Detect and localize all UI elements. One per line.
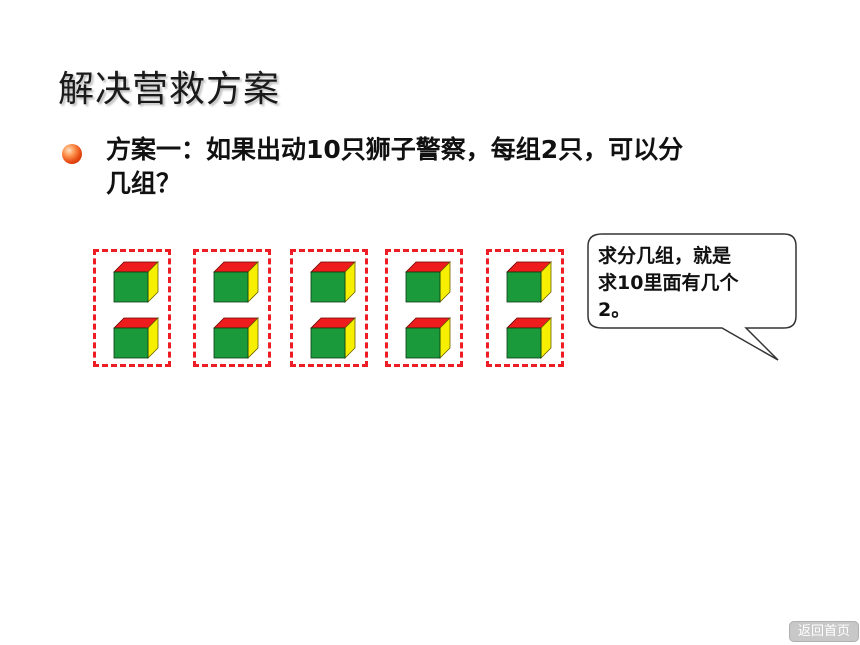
bubble-line-3: 2。 [598,299,631,321]
cube-icon [505,260,553,304]
problem-line-2: 几组？ [106,169,182,198]
cube-group-4 [385,249,463,367]
slide-title: 解决营救方案 [58,69,281,110]
cube-group-3 [290,249,368,367]
problem-text: 方案一：如果出动10只狮子警察，每组2只，可以分 几组？ [106,133,786,201]
cube-icon [505,316,553,360]
cube-group-1 [93,249,171,367]
bubble-line-1: 求分几组，就是 [598,245,732,267]
cube-icon [309,260,357,304]
bubble-line-2: 求10里面有几个 [598,272,739,294]
home-button[interactable]: 返回首页 [789,621,859,642]
cube-icon [112,316,160,360]
bullet-icon [62,144,82,164]
problem-line-1: 方案一：如果出动10只狮子警察，每组2只，可以分 [106,135,684,164]
cube-icon [404,260,452,304]
cube-icon [309,316,357,360]
speech-bubble-text: 求分几组，就是 求10里面有几个 2。 [598,243,783,324]
cube-icon [212,260,260,304]
cube-icon [212,316,260,360]
cube-icon [112,260,160,304]
cube-group-5 [486,249,564,367]
cube-group-2 [193,249,271,367]
cube-icon [404,316,452,360]
